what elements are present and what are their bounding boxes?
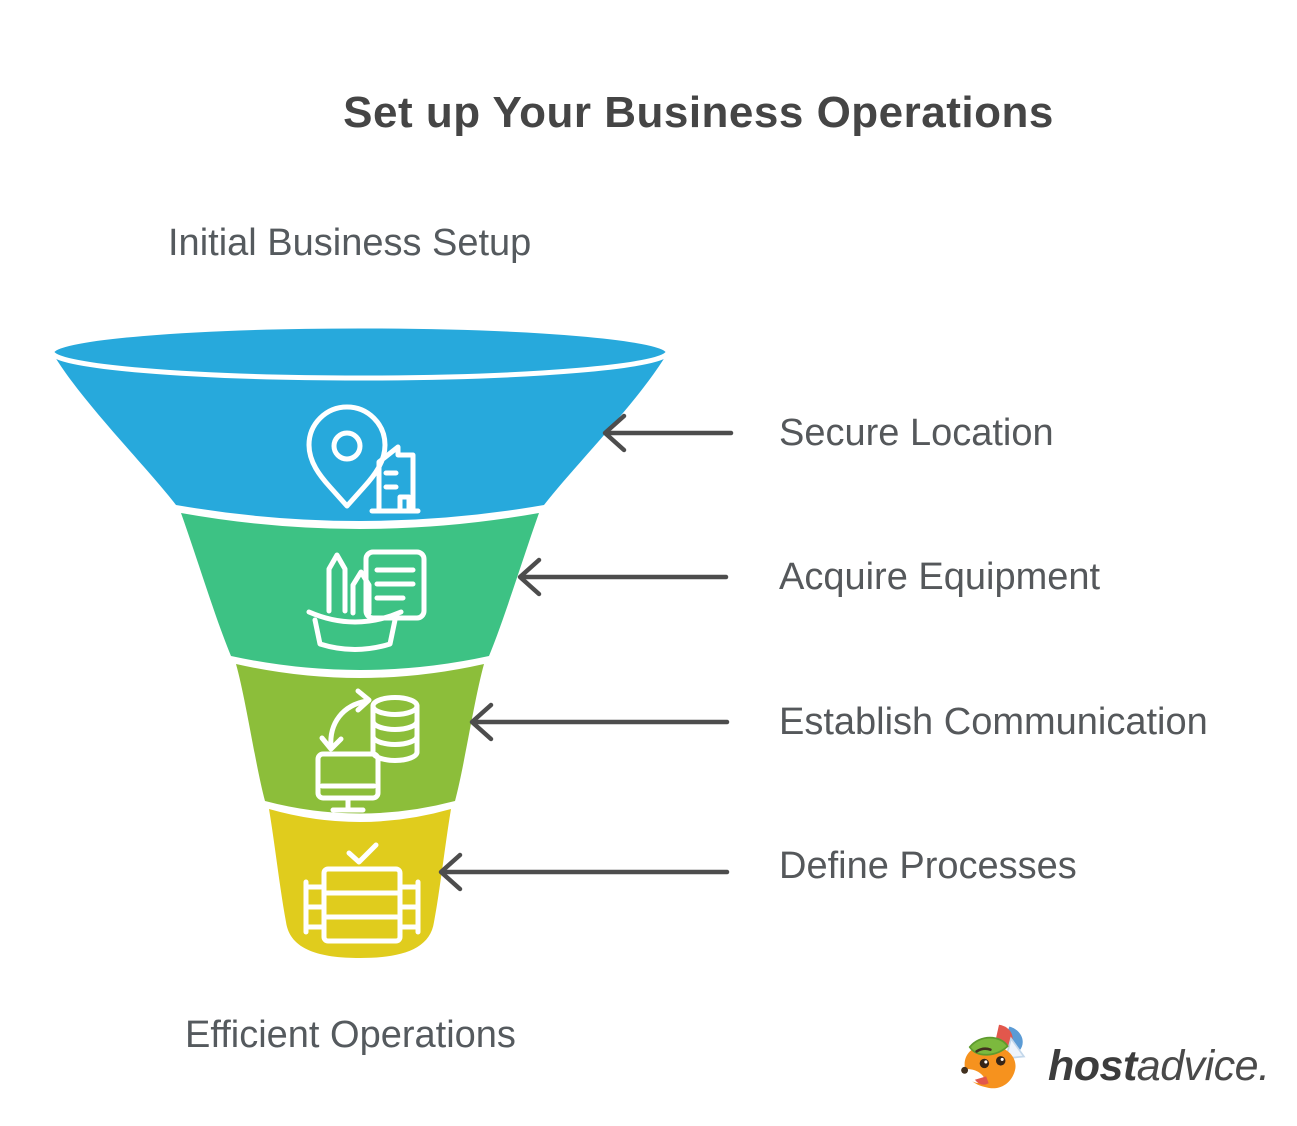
stage-label-secure-location: Secure Location <box>779 411 1054 454</box>
arrow-establish-communication <box>469 702 730 742</box>
stage-label-establish-communication: Establish Communication <box>779 700 1208 743</box>
funnel-stage-secure-location <box>49 323 671 521</box>
process-table-icon <box>303 842 421 944</box>
funnel-stage-3-shape <box>236 664 484 814</box>
hostadvice-logo: hostadvice. <box>956 1020 1270 1112</box>
funnel-top-label: Initial Business Setup <box>168 222 532 264</box>
funnel-stage-define-processes <box>269 809 451 958</box>
arrow-secure-location <box>602 413 734 453</box>
funnel-stage-1-shape <box>52 352 668 521</box>
hostadvice-fox-logo <box>961 1024 1026 1089</box>
hostadvice-wordmark: hostadvice. <box>1048 1042 1270 1091</box>
funnel-stage-establish-communication <box>236 664 484 814</box>
funnel-bottom-label: Efficient Operations <box>185 1014 516 1056</box>
pointer-arrows <box>438 413 734 892</box>
equipment-tools-icon <box>306 549 427 652</box>
funnel-stage-4-shape <box>269 809 451 958</box>
funnel-stage-acquire-equipment <box>181 513 539 670</box>
funnel-stage-2-shape <box>181 513 539 670</box>
arrow-acquire-equipment <box>517 557 729 597</box>
stage-label-acquire-equipment: Acquire Equipment <box>779 555 1101 598</box>
sync-devices-icon <box>315 688 420 813</box>
page-title: Set up Your Business Operations <box>343 88 1054 137</box>
funnel-rim <box>49 323 671 381</box>
stage-label-define-processes: Define Processes <box>779 844 1077 887</box>
arrow-define-processes <box>438 852 730 892</box>
location-building-icon <box>306 404 421 514</box>
brand-host: host <box>1048 1041 1137 1090</box>
brand-advice: advice. <box>1136 1041 1270 1090</box>
